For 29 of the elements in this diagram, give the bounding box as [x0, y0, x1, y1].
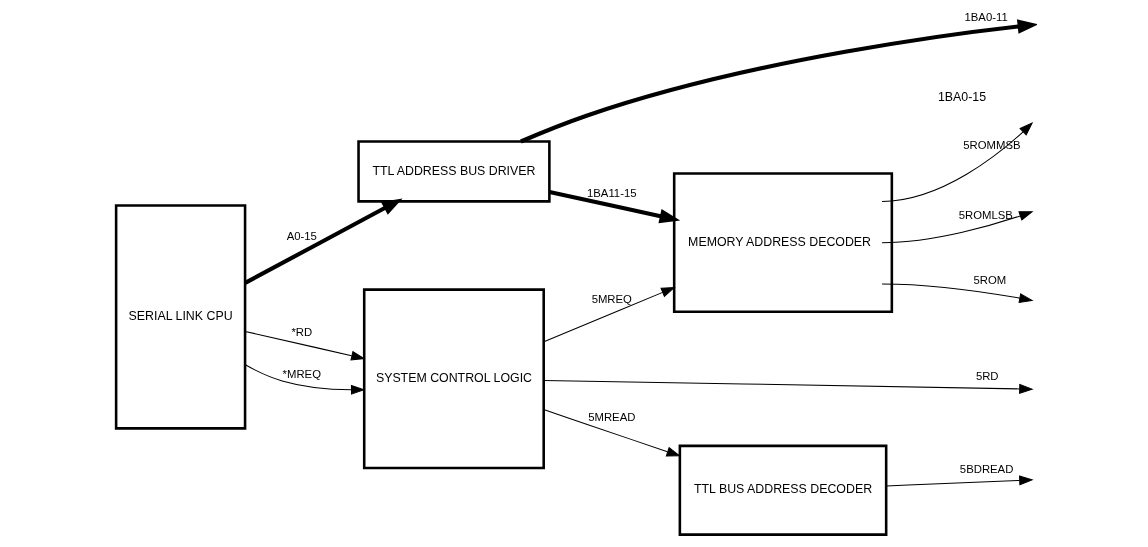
- node-box: MEMORY ADDRESS DECODER: [672, 172, 893, 314]
- edge-label: 5BDREAD: [959, 463, 1013, 476]
- node-box: TTL ADDRESS BUS DRIVER: [356, 140, 551, 203]
- node-box: SYSTEM CONTROL LOGIC: [362, 288, 545, 470]
- arrow: [542, 286, 676, 343]
- arrow: [542, 409, 681, 457]
- node-box: TTL BUS ADDRESS DECODER: [678, 444, 887, 536]
- edge-label: 5RD: [975, 369, 999, 382]
- arrow: [881, 283, 1034, 304]
- edge-label: *MREQ: [282, 367, 321, 380]
- arrow: [244, 330, 366, 361]
- arrow: [243, 198, 403, 285]
- edge-label: 1BA11-15: [586, 187, 637, 200]
- edge-label: 5MREQ: [591, 293, 632, 306]
- arrow: [548, 190, 680, 224]
- label: 1BA0-15: [937, 90, 986, 105]
- arrow: [881, 122, 1033, 202]
- arrow: [244, 364, 365, 395]
- edge-label: A0-15: [286, 230, 317, 243]
- arrow: [519, 19, 1037, 144]
- edge-label: 5ROMLSB: [958, 208, 1013, 221]
- edge-label: 5ROM: [972, 274, 1006, 287]
- node-box: SERIAL LINK CPU: [114, 204, 246, 430]
- arrow: [881, 211, 1034, 244]
- edge-label: 1BA0-11: [963, 11, 1008, 24]
- arrow: [885, 475, 1034, 487]
- edge-label: *RD: [290, 326, 312, 339]
- edge-label: 5MREAD: [587, 410, 635, 423]
- arrow: [542, 379, 1034, 394]
